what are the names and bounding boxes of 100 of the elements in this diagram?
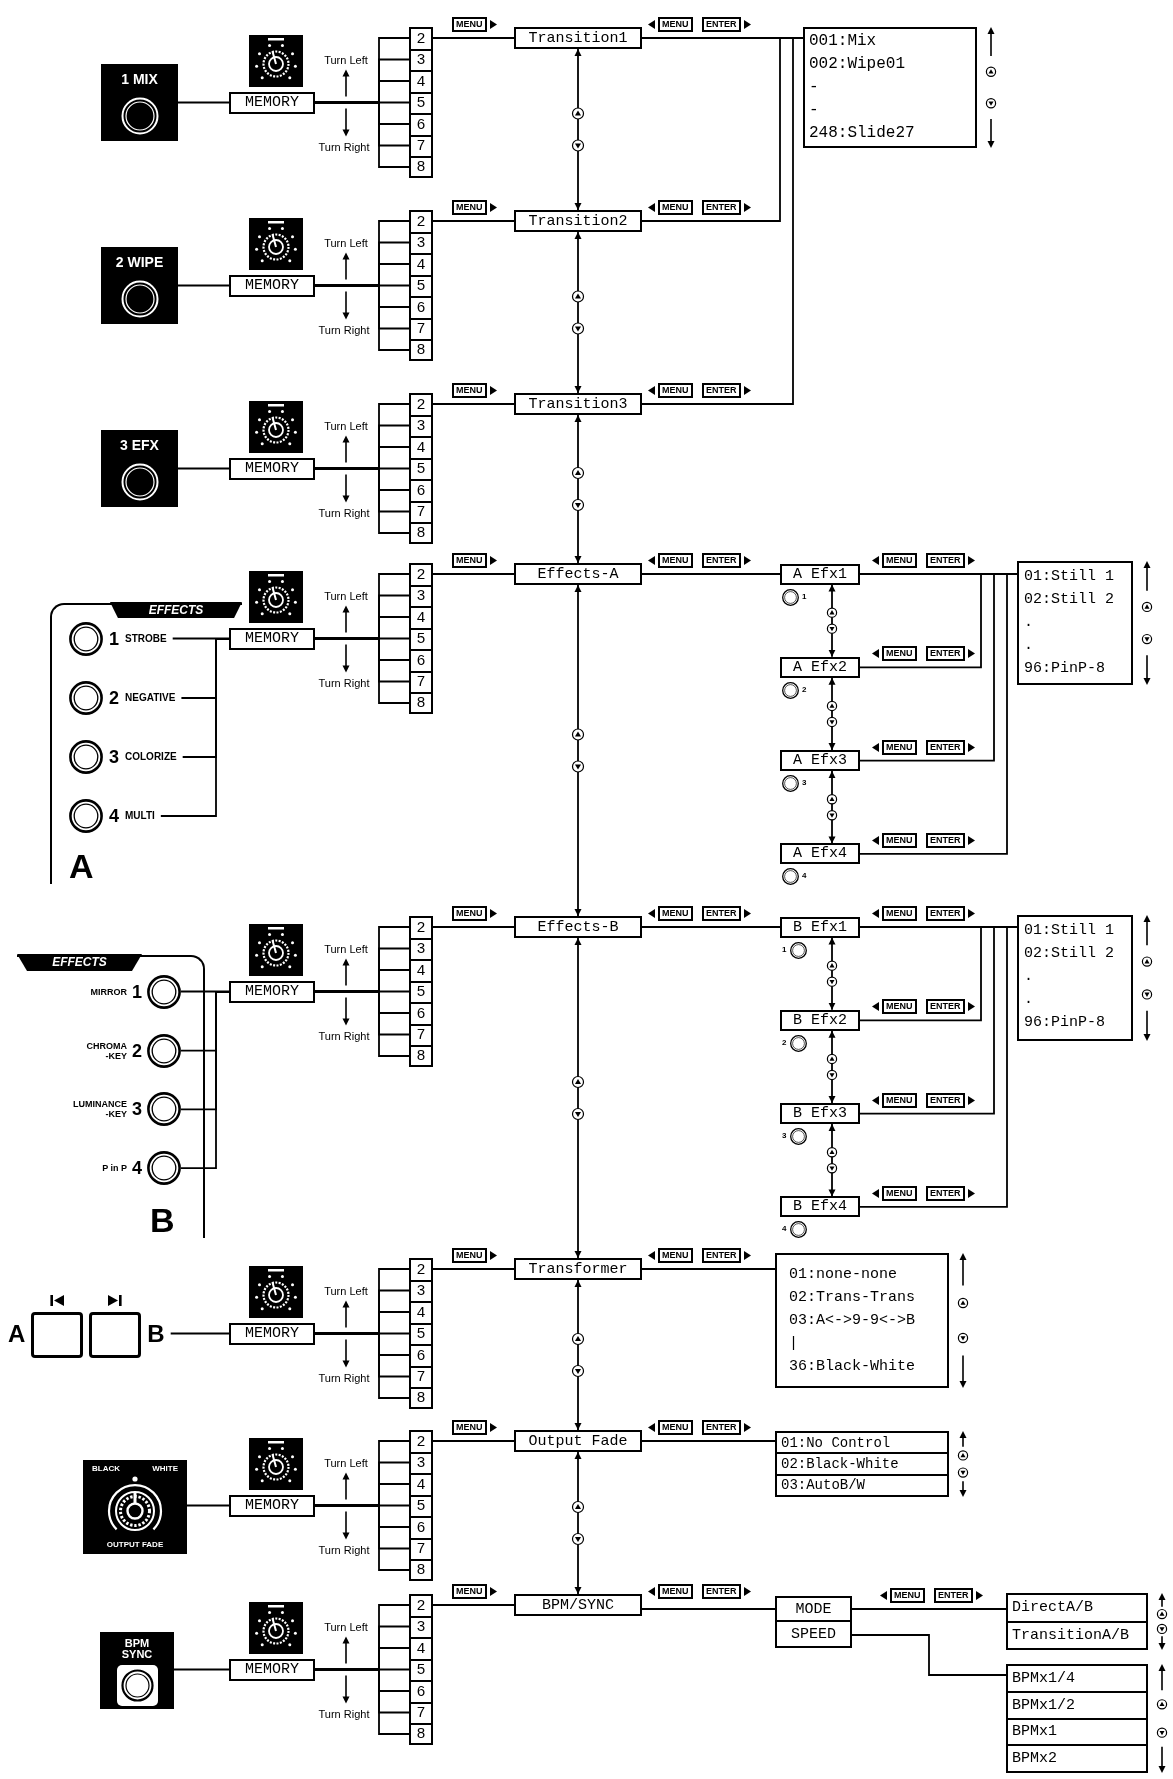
list-row-text: 01:No Control (780, 1433, 892, 1453)
double-arrow (828, 936, 836, 1011)
panel-label: 2 WIPE (115, 254, 164, 270)
effect-box: B Efx4 (780, 1196, 860, 1218)
list-row-text: BPMx1/4 (1011, 1668, 1076, 1689)
connector-line (314, 1504, 410, 1571)
number-cell: 6 (409, 296, 433, 318)
number-cell: 6 (409, 1516, 433, 1538)
double-arrow (574, 48, 582, 211)
connector-line (314, 101, 410, 168)
number-cell: 8 (409, 1387, 433, 1409)
number-cell: 5 (409, 1658, 433, 1681)
double-arrow (574, 231, 582, 394)
keycap-label: MENU (452, 17, 487, 32)
number-cell: 4 (409, 1637, 433, 1659)
number-cell: 7 (409, 1365, 433, 1388)
turn-label: Turn Left (324, 1284, 368, 1297)
turn-label: Turn Left (324, 236, 368, 249)
turn-label: Turn Right (318, 1543, 370, 1556)
connector-line (432, 37, 515, 39)
number-cell: 5 (409, 1494, 433, 1517)
connector-line (432, 403, 515, 405)
list-row: BPMx2 (1008, 1744, 1146, 1771)
list-item: . (1024, 967, 1033, 987)
double-arrow (828, 1029, 836, 1104)
list-item: 96:PinP-8 (1024, 1013, 1105, 1033)
double-arrow (574, 584, 582, 917)
number-cell: 2 (409, 563, 433, 585)
keycap-label: MENU (658, 383, 693, 398)
keycap-label: MENU (882, 553, 917, 568)
turn-label: Turn Right (318, 1707, 370, 1720)
button-number: 3 (782, 1132, 787, 1141)
connector-line (432, 1440, 515, 1442)
keycap-label: MENU (882, 906, 917, 921)
connector-line (177, 284, 230, 287)
keycap-label: ENTER (926, 999, 965, 1015)
panel-letter: B (147, 1322, 165, 1346)
number-cell: 8 (409, 339, 433, 361)
button-number: 1 (109, 630, 119, 648)
list-row: TransitionA/B (1008, 1620, 1146, 1648)
button-number: 4 (132, 1159, 142, 1178)
memory-box: MEMORY (229, 627, 315, 650)
keycap-label: MENU (452, 383, 487, 398)
memory-box: MEMORY (229, 274, 315, 297)
effect-box: A Efx3 (780, 750, 860, 772)
connector-line (186, 1504, 230, 1507)
panel-letter: A (69, 849, 94, 883)
button-number: 2 (132, 1041, 142, 1060)
knob-scale-label: WHITE (152, 1465, 178, 1473)
memory-box: MEMORY (229, 1494, 315, 1517)
turn-label: Turn Left (324, 1456, 368, 1469)
menu-box: Transition2 (514, 210, 642, 232)
number-cell: 3 (409, 1279, 433, 1302)
button-label: MULTI (125, 811, 155, 821)
memory-box: MEMORY (229, 457, 315, 480)
number-cell: 3 (409, 414, 433, 437)
keycap-label: MENU (882, 832, 917, 848)
knob-scale-label: BLACK (92, 1465, 120, 1473)
connector-line (177, 101, 230, 104)
number-cell: 2 (409, 1430, 433, 1452)
list-item: 02:Trans-Trans (789, 1288, 916, 1308)
number-cell: 4 (409, 1473, 433, 1495)
number-cell: 4 (409, 1301, 433, 1323)
connector-line (641, 926, 781, 928)
number-cell: 5 (409, 627, 433, 650)
keycap-label: ENTER (702, 1584, 741, 1599)
keycap-label: MENU (658, 1420, 693, 1435)
button-number: 2 (109, 689, 119, 707)
number-cell: 6 (409, 479, 433, 501)
keycap-label: MENU (658, 17, 693, 32)
connector-line (314, 284, 410, 351)
panel-letter: A (8, 1322, 26, 1346)
button-number: 4 (782, 1225, 787, 1234)
keycap-label: ENTER (926, 832, 965, 848)
number-cell: 2 (409, 916, 433, 938)
list-item: 001:Mix (809, 31, 877, 52)
button-number: 2 (782, 1038, 787, 1047)
keycap-label: MENU (882, 646, 917, 662)
menu-box: Transition3 (514, 393, 642, 415)
list-row: BPMx1/2 (1008, 1690, 1146, 1718)
effect-box: B Efx1 (780, 916, 860, 938)
button-panel (101, 247, 178, 324)
keycap-label: ENTER (702, 17, 741, 32)
menu-box: Effects-B (514, 916, 642, 938)
connector-line (641, 573, 781, 575)
connector-line (314, 990, 410, 1057)
connector-line (432, 220, 515, 222)
connector-line (641, 1440, 776, 1442)
connector-line (177, 467, 230, 470)
keycap-label: MENU (452, 553, 487, 568)
connector-line (314, 467, 410, 534)
number-cell: 7 (409, 1023, 433, 1046)
knob-panel (83, 1460, 187, 1554)
keycap-label: ENTER (926, 646, 965, 662)
panel-banner: EFFECTS (110, 602, 242, 618)
number-cell: 3 (409, 1615, 433, 1638)
number-cell: 4 (409, 959, 433, 981)
button-number: 2 (802, 685, 807, 694)
button-label: MIRROR (90, 987, 127, 997)
number-cell: 7 (409, 134, 433, 157)
